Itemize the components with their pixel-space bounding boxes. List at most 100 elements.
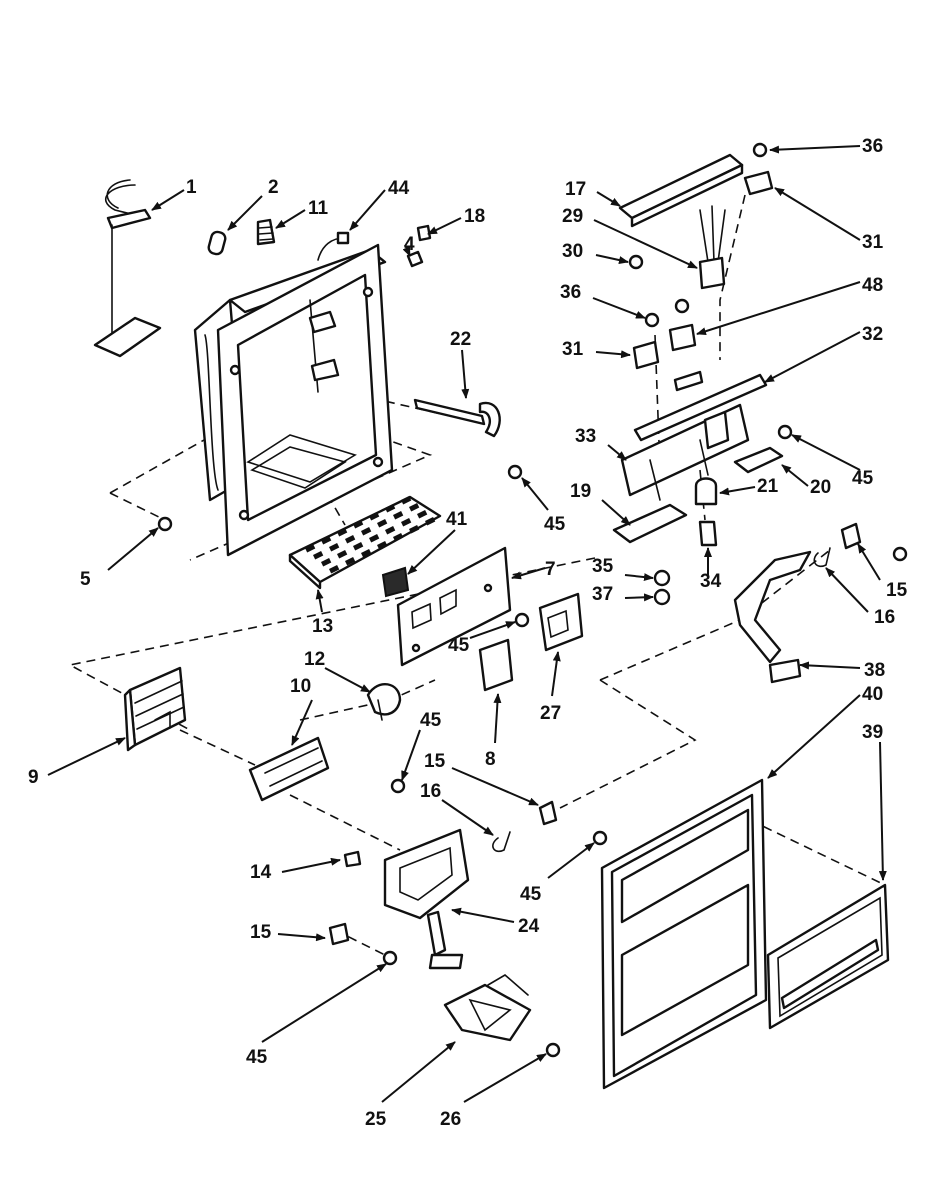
leader-c11 [275, 209, 306, 229]
callout-c13: 13 [312, 616, 333, 637]
grille-slot [305, 544, 316, 553]
callout-c18: 18 [464, 206, 485, 227]
part-16-spring-b [813, 547, 831, 568]
ice-bin-housing [193, 243, 394, 557]
grille-slot [368, 512, 380, 521]
callout-c17: 17 [565, 179, 586, 200]
leader-c4 [402, 244, 411, 257]
leader-c33 [607, 444, 627, 461]
part-24-actuator [383, 828, 470, 970]
callout-c14: 14 [250, 862, 272, 883]
part-45-screw-d [592, 830, 608, 846]
leader-c30 [595, 254, 629, 264]
leader-c7 [511, 567, 546, 580]
part-16-spring-a [492, 831, 511, 853]
part-12-motor [366, 683, 402, 721]
part-9-auger-motor [123, 666, 187, 752]
leader-c18 [427, 217, 462, 235]
grille-slot [337, 528, 348, 537]
leader-c5 [107, 527, 159, 571]
part-25-chute [443, 974, 532, 1042]
part-14-screw [343, 850, 362, 868]
callout-c11: 11 [308, 198, 329, 219]
grille-slot [368, 534, 380, 543]
part-1-sensor-wire [93, 179, 162, 358]
part-30-screw [628, 254, 644, 270]
leader-c48 [696, 281, 861, 336]
grille-slot [385, 526, 396, 535]
part-36-screw-top [752, 142, 768, 158]
part-15-bushing-b [328, 922, 350, 946]
part-38-lever [733, 550, 812, 684]
grille-slot [385, 504, 396, 513]
callout-leaders [47, 145, 887, 1103]
part-45-screw-a [507, 464, 523, 480]
part-37-washer [653, 588, 671, 606]
grille-slot [320, 558, 332, 567]
callout-c33: 33 [575, 426, 596, 447]
part-18-screw [416, 224, 432, 242]
callout-c12: 12 [304, 649, 325, 670]
callout-c21: 21 [757, 476, 779, 497]
grille-slot [409, 503, 420, 512]
part-34-plug [698, 520, 718, 547]
part-15-bushing-a [538, 800, 558, 826]
callout-c44: 44 [388, 178, 410, 199]
part-5-screw [157, 516, 173, 532]
leader-c24 [451, 907, 515, 923]
callout-c37: 37 [592, 584, 613, 605]
callout-c26: 26 [440, 1109, 461, 1130]
callout-c29: 29 [562, 206, 583, 227]
callout-c39: 39 [862, 722, 883, 743]
callout-c45e: 45 [246, 1047, 268, 1068]
callout-c30: 30 [562, 241, 583, 262]
callout-c5: 5 [80, 569, 91, 590]
part-41-label [381, 566, 410, 598]
leader-c9 [47, 737, 126, 776]
callout-c45f: 45 [852, 468, 874, 489]
callout-c16a: 16 [420, 781, 441, 802]
leader-c41 [407, 529, 456, 575]
callout-c4: 4 [404, 234, 415, 255]
leader-c45f [791, 434, 861, 471]
part-20-plate [733, 446, 784, 474]
callout-c19: 19 [570, 481, 591, 502]
grille-slot [392, 533, 404, 542]
part-35-nut [653, 569, 671, 587]
leader-c44 [349, 189, 386, 231]
part-45-screw-b [514, 612, 530, 628]
leader-c14 [281, 857, 341, 873]
part-22-rod [413, 398, 501, 438]
callout-c10: 10 [290, 676, 311, 697]
callout-c45a: 45 [544, 514, 566, 535]
leader-c45b [469, 621, 516, 639]
part-48-bracket [668, 323, 697, 352]
grille-slot [416, 510, 428, 519]
leader-c15b [277, 933, 326, 942]
callout-c25: 25 [365, 1109, 387, 1130]
leader-c21 [719, 486, 756, 496]
leader-c10 [291, 699, 313, 746]
grille-slot [320, 536, 332, 545]
grille-slot [401, 496, 412, 505]
part-45-screw-g [892, 546, 908, 562]
leader-c1 [151, 189, 185, 211]
part-15-bushing-c [840, 522, 862, 550]
leader-c45d [547, 842, 595, 879]
grille-slot [353, 542, 364, 551]
grille-slot [360, 549, 372, 558]
part-19-plate [612, 503, 688, 544]
leader-c39 [878, 741, 887, 881]
grille-slot [377, 541, 388, 550]
callout-c9: 9 [28, 767, 39, 788]
part-36-screw-left [644, 312, 660, 328]
leader-c35 [624, 573, 654, 582]
part-31-bracket-left [632, 340, 660, 370]
leader-c37 [624, 593, 654, 602]
callout-c35: 35 [592, 556, 614, 577]
grille-slot [337, 550, 348, 559]
part-36-screw-mid [674, 298, 690, 314]
part-2-clip [207, 230, 227, 256]
leader-c19 [601, 499, 631, 526]
